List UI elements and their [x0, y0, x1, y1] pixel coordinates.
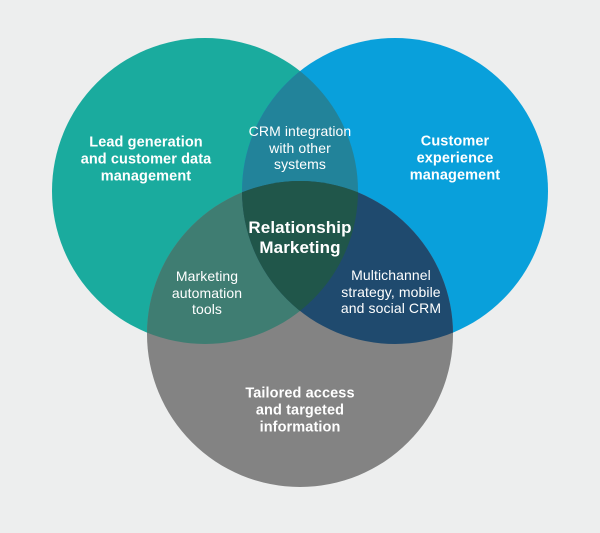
venn-circles-canvas [52, 38, 548, 487]
